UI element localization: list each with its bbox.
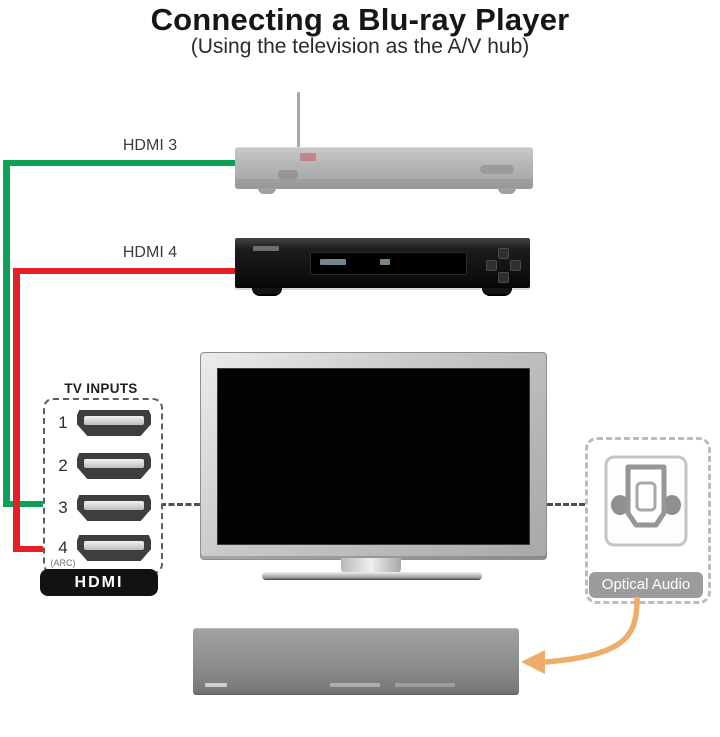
hdmi-port-slot [83,415,145,426]
soundbar-logo [205,683,227,687]
cable-box-foot-left [258,188,276,194]
television-screen [217,368,530,545]
bluray-button-left [486,260,497,271]
hdmi-port-slot [83,540,145,551]
dashed-link-tv-to-optical [547,503,585,506]
bluray-brand-mark [253,246,279,251]
arc-note: (ARC) [50,558,76,568]
page-subtitle: (Using the television as the A/V hub) [190,35,530,58]
tv-inputs-panel: 1 2 3 4 (ARC) [43,398,163,574]
television-stand-neck [341,558,401,574]
cable-box-logo [278,170,298,179]
bluray-button-right [510,260,521,271]
hdmi3-cable-top [3,160,237,166]
hdmi3-cable-to-input3 [3,501,55,507]
bluray-button-up [498,248,509,259]
hdmi4-cable-top [13,268,237,274]
hdmi3-cable-vertical [3,160,10,507]
hdmi-port-slot [83,458,145,469]
bluray-display-readout [320,259,346,265]
bluray-foot-left [252,288,282,296]
input-number-2: 2 [58,456,68,475]
bluray-button-down [498,272,509,283]
bluray-foot-right [482,288,512,296]
cable-box-foot-right [498,188,516,194]
page-title: Connecting a Blu-ray Player [150,2,570,37]
soundbar-display [330,683,380,687]
input-number-3: 3 [58,498,68,517]
dashed-link-inputs-to-tv [160,503,200,506]
hdmi4-label: HDMI 4 [122,244,178,261]
hdmi-logo-badge: HDMI [40,569,158,596]
tv-inputs-title: TV INPUTS [64,381,138,396]
hdmi-port-icon-4 [77,535,151,561]
hdmi4-cable-to-input4 [13,546,55,552]
input-number-1: 1 [58,413,68,432]
optical-connector-icon [604,455,688,547]
hdmi-port-slot [83,500,145,511]
cable-box-brand-mark [300,153,316,161]
hdmi-port-icon-1 [77,410,151,436]
antenna-icon [297,92,300,149]
input-number-4: 4 [58,538,68,557]
hdmi-port-icon-2 [77,453,151,479]
hdmi-port-icon-3 [77,495,151,521]
cable-box-button [480,165,514,174]
bluray-display-dot [380,259,390,265]
soundbar-controls [395,683,455,687]
hdmi3-label: HDMI 3 [122,137,178,154]
television-stand-base [262,572,482,580]
hdmi4-cable-vertical [13,268,20,552]
optical-audio-label: Optical Audio [589,572,703,598]
